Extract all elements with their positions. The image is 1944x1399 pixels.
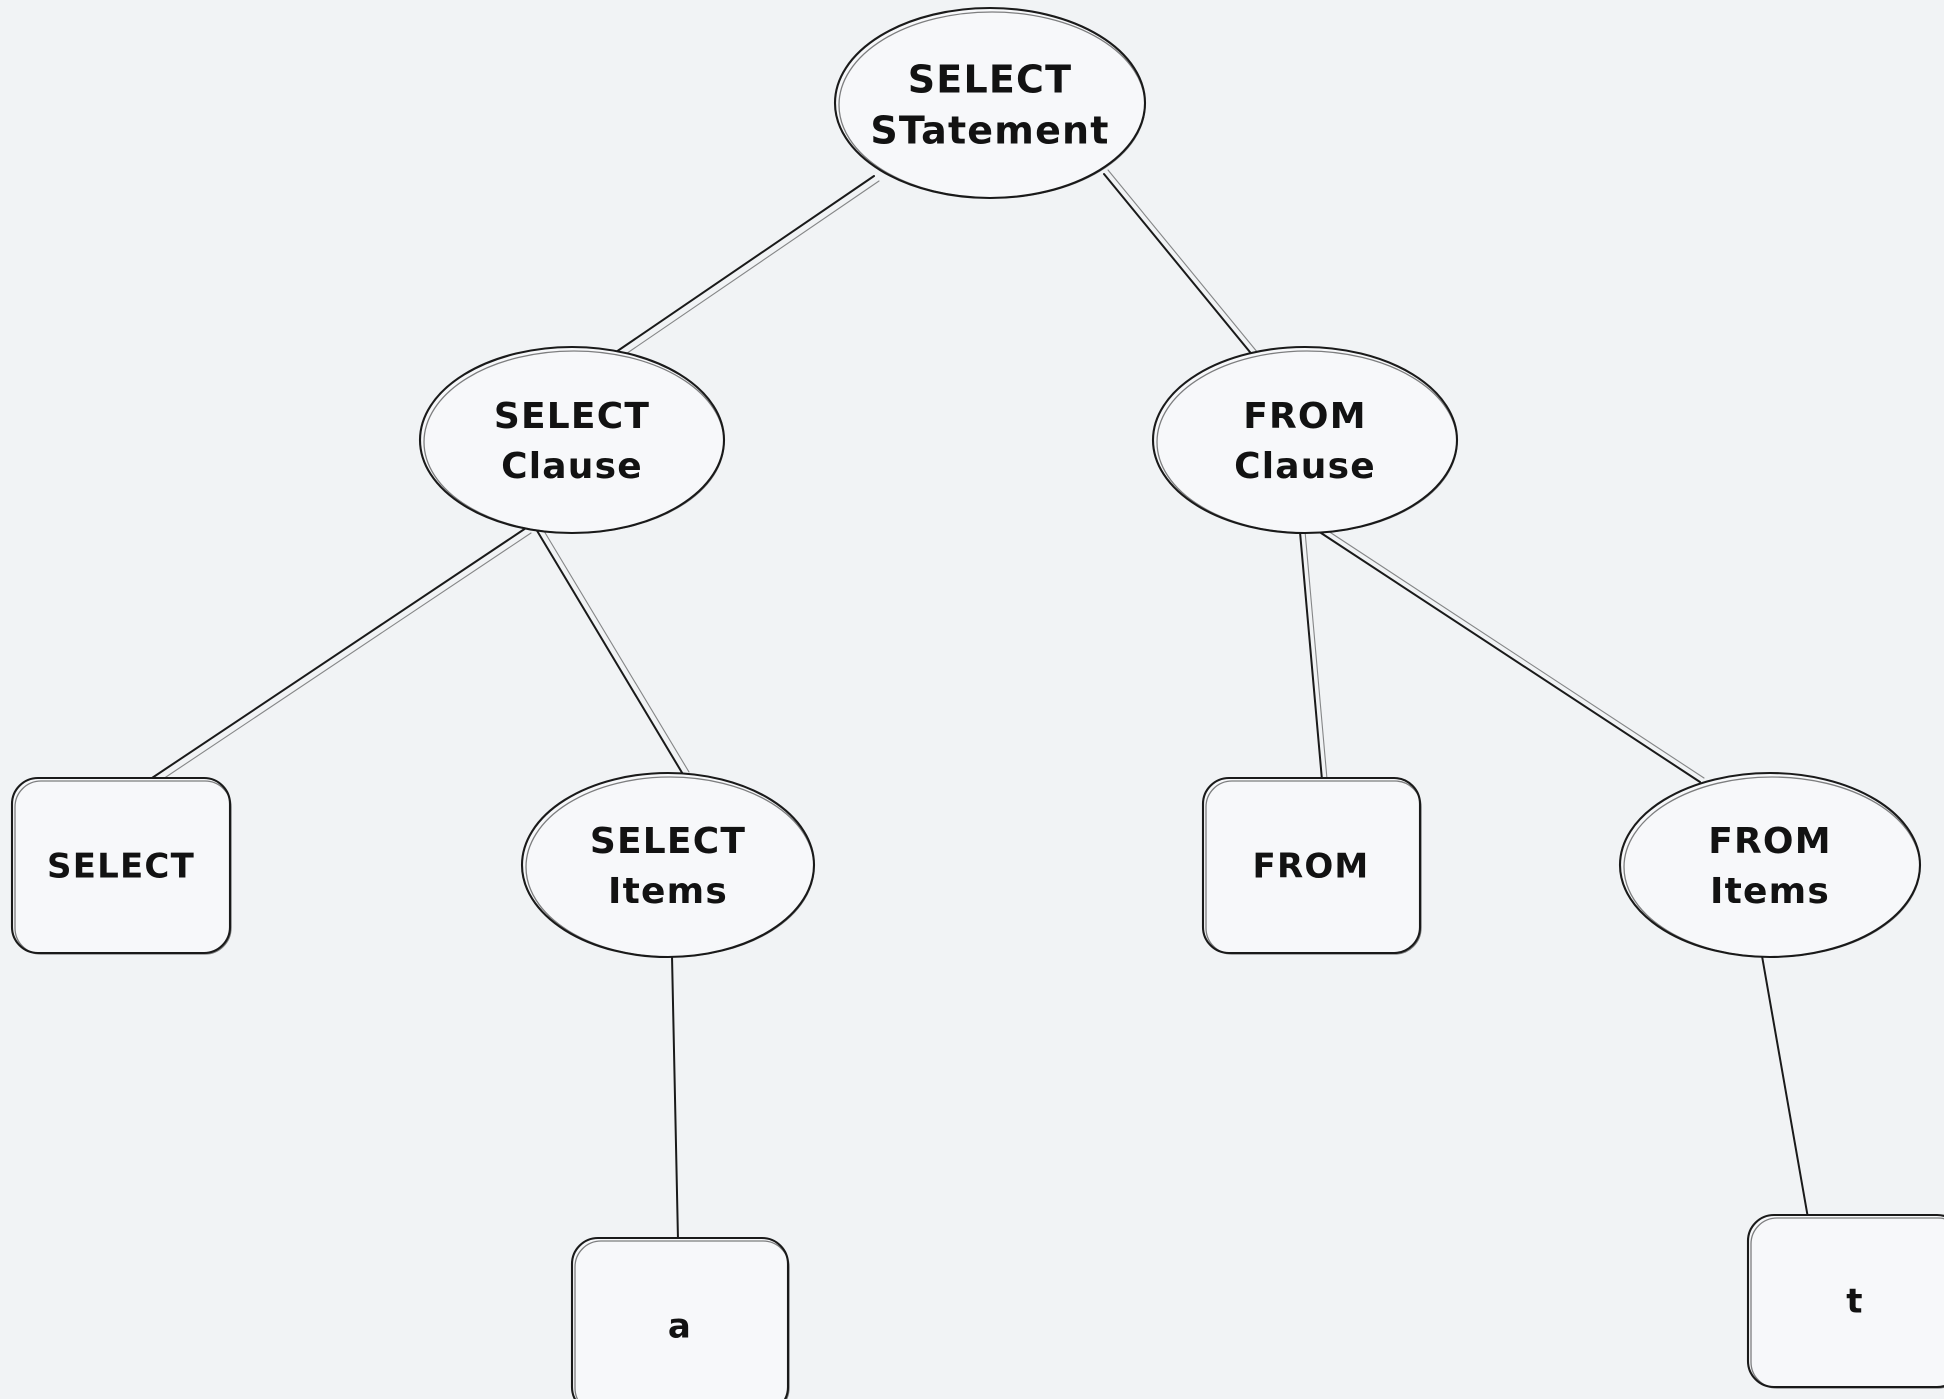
edge-selectclause-selectterm — [145, 527, 532, 788]
node-from-clause-line2: Clause — [1234, 446, 1376, 487]
node-select-terminal-label: SELECT — [47, 847, 195, 887]
node-select-statement-line1: SELECT — [908, 58, 1073, 102]
node-from-clause-line1: FROM — [1243, 396, 1367, 437]
node-select-clause-line1: SELECT — [494, 396, 650, 437]
edge-selectclause-selectitems — [535, 525, 690, 777]
node-select-items-line1: SELECT — [590, 821, 746, 862]
edge-stmt-selectclause — [615, 175, 880, 359]
node-from-items-line1: FROM — [1708, 821, 1832, 862]
edge-selectitems-a — [671, 955, 679, 1241]
node-from-items-line2: Items — [1710, 871, 1830, 912]
node-select-clause[interactable]: SELECT Clause — [418, 345, 726, 535]
edge-layer — [145, 169, 1809, 1241]
edge-fromitems-t — [1761, 955, 1809, 1219]
node-select-terminal[interactable]: SELECT — [10, 776, 232, 955]
node-from-terminal[interactable]: FROM — [1201, 776, 1422, 955]
edge-fromclause-fromterm — [1299, 530, 1328, 781]
edge-fromclause-fromitems — [1317, 526, 1705, 783]
node-layer: SELECT STatement SELECT Clause FROM Clau… — [10, 6, 1944, 1399]
node-select-statement-line2: STatement — [870, 109, 1109, 153]
node-select-clause-line2: Clause — [501, 446, 643, 487]
node-select-statement[interactable]: SELECT STatement — [833, 6, 1147, 200]
node-column-a-label: a — [668, 1307, 692, 1347]
node-table-t-label: t — [1846, 1282, 1863, 1322]
node-select-items-line2: Items — [608, 871, 728, 912]
node-from-clause[interactable]: FROM Clause — [1151, 345, 1459, 535]
node-table-t[interactable]: t — [1746, 1213, 1944, 1389]
node-column-a[interactable]: a — [570, 1236, 790, 1399]
edge-stmt-fromclause — [1103, 169, 1259, 358]
node-from-items[interactable]: FROM Items — [1618, 771, 1922, 959]
node-from-terminal-label: FROM — [1253, 847, 1370, 887]
node-select-items[interactable]: SELECT Items — [520, 771, 816, 959]
